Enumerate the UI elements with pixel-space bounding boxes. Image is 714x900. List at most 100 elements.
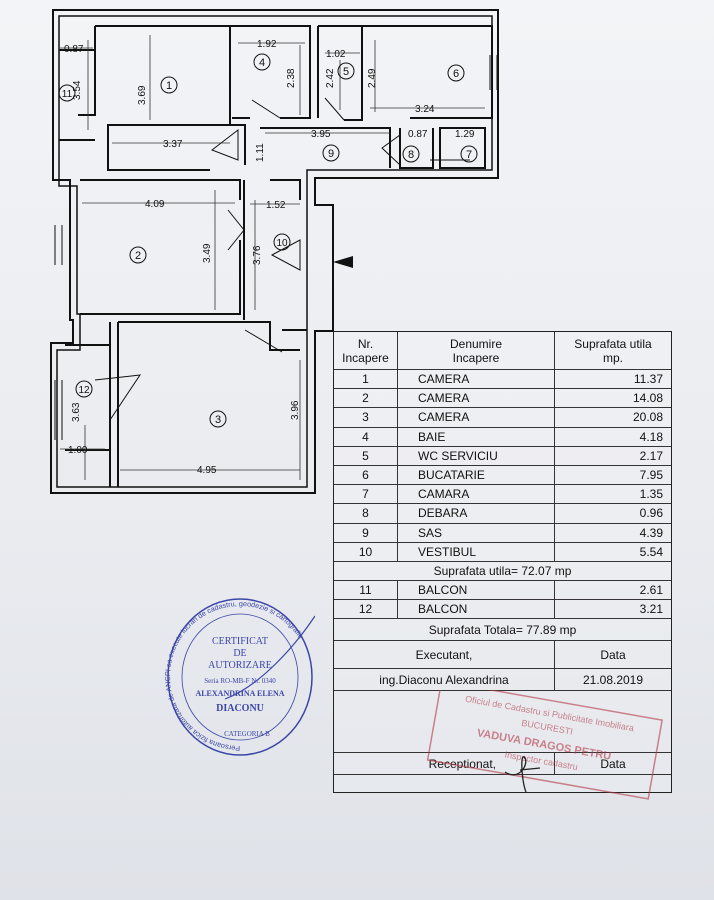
dim-label: 1.29: [455, 129, 475, 140]
header-name: Denumire: [449, 336, 503, 351]
row-name: SAS: [398, 523, 555, 542]
header-area-sub: mp.: [602, 350, 623, 365]
dim-label: 1.92: [257, 39, 277, 50]
row-nr: 1: [334, 370, 398, 389]
floor-plan-doors: [94, 97, 401, 421]
floor-plan-windows: [54, 55, 498, 440]
dim-label: 1.11: [255, 143, 266, 162]
dim-label: 1.52: [266, 200, 286, 211]
room-number: 2: [135, 250, 141, 262]
useful-total-row: Suprafata utila= 72.07 mp: [334, 562, 671, 582]
room-number: 11: [62, 89, 73, 100]
room-number: 6: [453, 68, 459, 80]
grand-total-row: Suprafata Totala= 77.89 mp: [334, 619, 671, 642]
row-name: CAMERA: [398, 408, 555, 427]
executant-header-row: Executant,Data: [334, 641, 671, 670]
stamp-line: Seria RO-MB-F Nr. 0340: [204, 677, 276, 685]
dim-label: 0.87: [408, 129, 428, 140]
room-number: 7: [466, 149, 472, 161]
signature-stroke: [224, 615, 315, 700]
row-nr: 2: [334, 389, 398, 408]
stamp-line: CATEGORIA B: [224, 730, 270, 738]
row-area: 4.18: [639, 429, 663, 444]
receptionat-signature: [504, 756, 541, 793]
header-name-sub: Incapere: [452, 350, 500, 365]
row-area: 5.54: [639, 544, 663, 559]
row-area: 14.08: [632, 391, 663, 406]
authorization-stamp: Persoana fizica autorizata de ANCPI sa e…: [165, 598, 315, 756]
date-label-2: Data: [600, 756, 626, 771]
cadastre-stamp: Oficiul de Cadastru si Publicitate Imobi…: [426, 690, 663, 800]
header-nr-sub: Incapere: [342, 350, 389, 365]
dim-label: 3.49: [202, 243, 213, 263]
row-area: 1.35: [639, 487, 663, 502]
room-number: 9: [328, 148, 334, 160]
room-number: 5: [343, 66, 349, 78]
row-name: VESTIBUL: [398, 542, 555, 561]
row-nr: 8: [334, 504, 398, 523]
receptionat-row: Receptionat, Data: [334, 753, 671, 776]
stamp-line: DE: [233, 648, 246, 659]
row-area: 3.21: [639, 602, 663, 617]
row-nr: 11: [334, 581, 398, 600]
stamp-line: DIACONU: [216, 703, 264, 714]
row-name: CAMARA: [398, 485, 555, 504]
row-name: BALCON: [398, 581, 555, 600]
dim-label: 3.69: [137, 85, 148, 105]
dim-label: 3.54: [72, 80, 83, 100]
dim-label: 4.09: [145, 199, 165, 210]
room-number-markers: [58, 53, 478, 428]
row-nr: 3: [334, 408, 398, 427]
date-value: 21.08.2019: [582, 672, 644, 687]
dim-label: 0.87: [64, 44, 84, 55]
header-area: Suprafata utila: [574, 336, 652, 351]
dim-label: 1.02: [326, 49, 346, 60]
dim-label: 2.38: [286, 68, 297, 88]
row-nr: 10: [334, 542, 398, 561]
stamp-line: ALEXANDRINA ELENA: [195, 689, 284, 698]
row-nr: 9: [334, 523, 398, 542]
dim-label: 3.63: [71, 402, 82, 422]
row-name: CAMERA: [398, 370, 555, 389]
row-area: 2.61: [639, 583, 663, 598]
row-name: CAMERA: [398, 389, 555, 408]
useful-total: Suprafata utila= 72.07 mp: [433, 563, 572, 578]
header-nr: Nr.: [357, 336, 374, 351]
row-name: DEBARA: [398, 504, 555, 523]
row-nr: 5: [334, 446, 398, 465]
room-number: 8: [408, 149, 414, 161]
entrance-arrow-icon: [333, 256, 353, 268]
row-area: 11.37: [633, 372, 663, 387]
dim-label: 3.96: [290, 400, 301, 420]
floor-plan-walls: [50, 9, 499, 494]
room-number: 1: [166, 80, 172, 92]
room-number: 10: [276, 238, 288, 249]
receptionat-label: Receptionat,: [334, 753, 555, 775]
grand-total: Suprafata Totala= 77.89 mp: [428, 622, 577, 637]
stamp-line: CERTIFICAT: [212, 636, 268, 647]
dim-label: 2.49: [367, 68, 378, 88]
dim-label: 4.95: [197, 465, 217, 476]
row-area: 7.95: [639, 468, 663, 483]
dim-label: 3.37: [163, 139, 183, 150]
row-name: BALCON: [398, 600, 555, 619]
row-area: 4.39: [639, 525, 663, 540]
row-area: 20.08: [632, 410, 663, 425]
row-nr: 12: [334, 600, 398, 619]
row-nr: 4: [334, 427, 398, 446]
dimension-lines: [60, 35, 485, 480]
dim-label: 3.24: [415, 104, 435, 115]
dim-label: 3.95: [311, 129, 331, 140]
